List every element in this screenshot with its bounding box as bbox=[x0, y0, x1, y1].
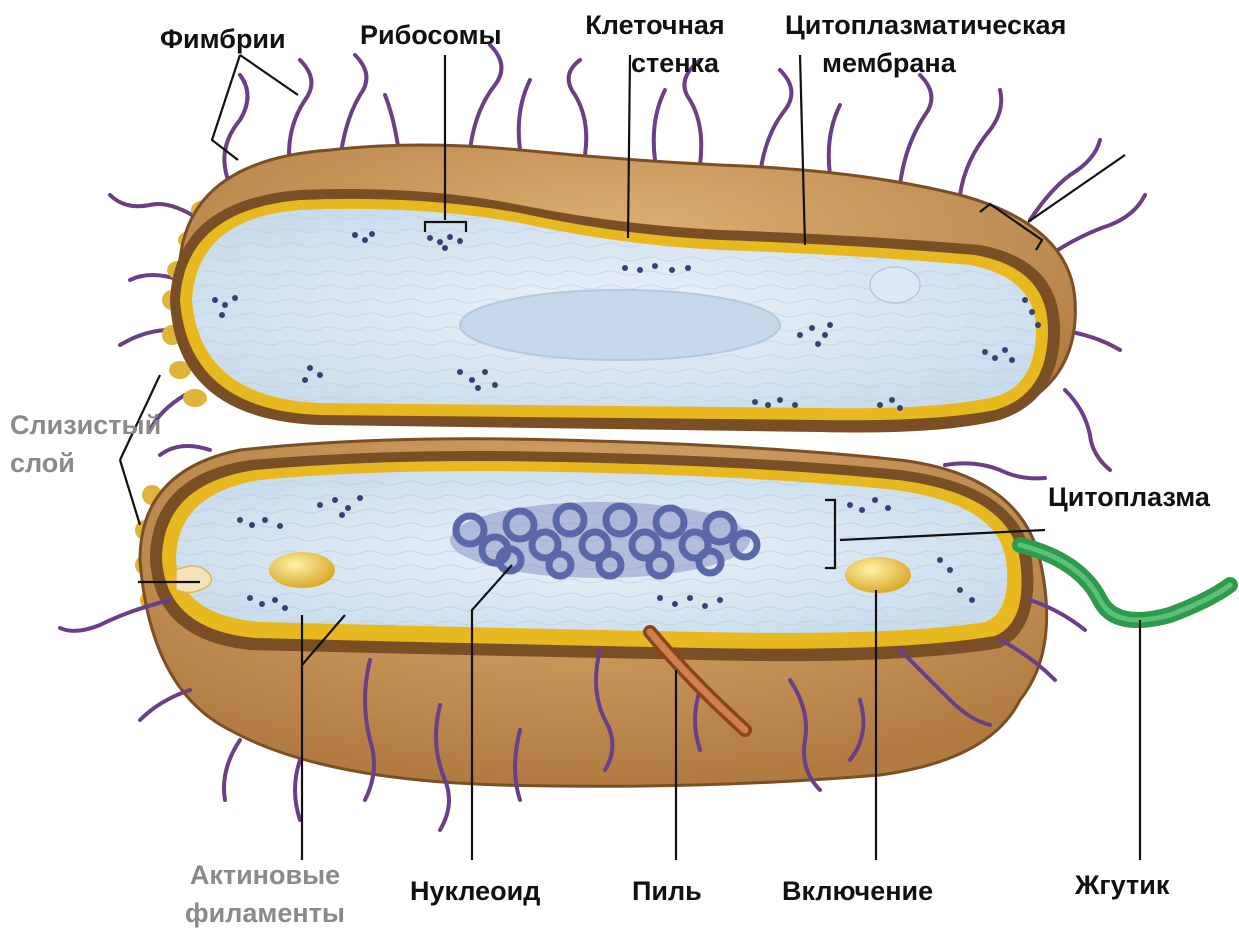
label-actin-filaments-line1: Актиновые bbox=[170, 860, 360, 890]
inclusion-left bbox=[269, 552, 335, 588]
label-ribosomes: Рибосомы bbox=[360, 20, 502, 50]
label-cell-wall-line2: стенка bbox=[600, 48, 750, 78]
label-cell-wall-line1: Клеточная bbox=[555, 10, 755, 40]
inclusion-right bbox=[845, 557, 911, 593]
label-nucleoid: Нуклеоид bbox=[410, 876, 540, 906]
label-fimbriae: Фимбрии bbox=[160, 24, 286, 54]
label-slime-layer-line1: Слизистый bbox=[10, 410, 161, 440]
upper-cell-cut-depression bbox=[460, 290, 780, 360]
label-actin-filaments-line2: филаменты bbox=[170, 898, 360, 928]
label-slime-layer-line2: слой bbox=[10, 448, 75, 478]
upper-cell bbox=[170, 145, 1075, 433]
label-cytoplasmic-membrane-line2: мембрана bbox=[822, 48, 956, 78]
label-cytoplasmic-membrane-line1: Цитоплазматическая bbox=[785, 10, 1066, 40]
lower-cell bbox=[140, 439, 1047, 787]
label-pilus: Пиль bbox=[632, 876, 702, 906]
label-flagellum: Жгутик bbox=[1075, 870, 1169, 900]
label-inclusion: Включение bbox=[782, 876, 933, 906]
label-cytoplasm: Цитоплазма bbox=[1048, 482, 1210, 512]
